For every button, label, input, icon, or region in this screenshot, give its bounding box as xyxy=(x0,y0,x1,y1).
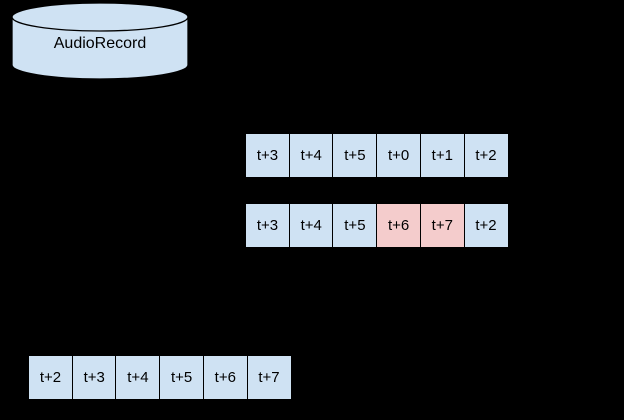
buffer-cell: t+3 xyxy=(245,203,290,248)
buffer-cell: t+4 xyxy=(288,203,334,248)
buffer-cell: t+5 xyxy=(332,203,378,248)
buffer-cell: t+1 xyxy=(419,133,465,178)
cylinder-label: AudioRecord xyxy=(54,35,147,52)
cylinder-top xyxy=(11,2,189,32)
buffer-cell: t+6 xyxy=(202,355,248,400)
buffer-cell: t+3 xyxy=(245,133,290,178)
cylinder-body xyxy=(11,17,189,80)
buffer-cell: t+5 xyxy=(159,355,205,400)
buffer-cell: t+2 xyxy=(463,203,509,248)
buffer-cell: t+3 xyxy=(71,355,117,400)
buffer-cell: t+7 xyxy=(246,355,292,400)
buffer-cell: t+0 xyxy=(376,133,422,178)
buffer-cell: t+4 xyxy=(115,355,161,400)
buffer-cell: t+6 xyxy=(376,203,422,248)
buffer-cell: t+4 xyxy=(288,133,334,178)
buffer-cell: t+7 xyxy=(419,203,465,248)
buffer-cell: t+2 xyxy=(463,133,509,178)
buffer-cell: t+5 xyxy=(332,133,378,178)
audiorecord-cylinder: AudioRecord xyxy=(11,2,189,80)
buffer-cell: t+2 xyxy=(28,355,73,400)
